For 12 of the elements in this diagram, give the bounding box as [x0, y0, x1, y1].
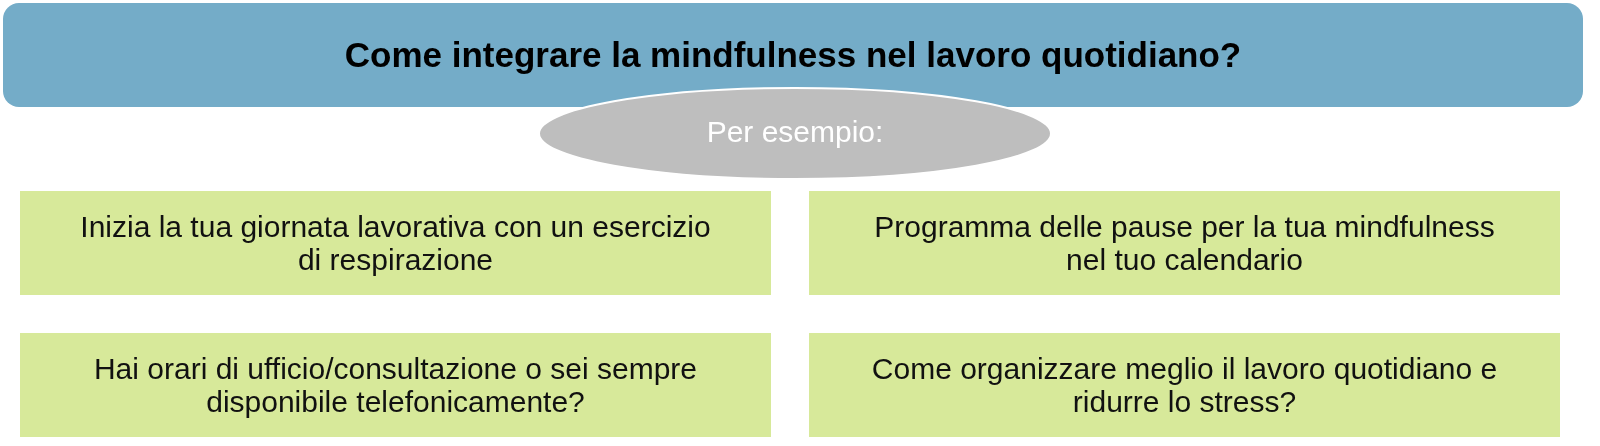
tip-text: Inizia la tua giornata lavorativa con un esercizio di respirazione — [79, 210, 712, 276]
title-banner — [3, 3, 1583, 107]
banner-title: Come integrare la mindfulness nel lavoro quotidiano? — [344, 35, 1242, 75]
tip-card — [20, 191, 771, 295]
tip-card — [809, 191, 1560, 295]
tip-card — [20, 333, 771, 437]
tip-text: Programma delle pause per la tua mindfulness nel tuo calendario — [873, 210, 1496, 276]
tip-text: Come organizzare meglio il lavoro quotidiano e ridurre lo stress? — [870, 352, 1499, 418]
tip-card — [809, 333, 1560, 437]
oval-shape — [538, 87, 1052, 180]
oval-label: Per esempio: — [706, 115, 884, 149]
tip-text: Hai orari di ufficio/consultazione o sei sempre disponibile telefonicamente? — [92, 352, 699, 418]
